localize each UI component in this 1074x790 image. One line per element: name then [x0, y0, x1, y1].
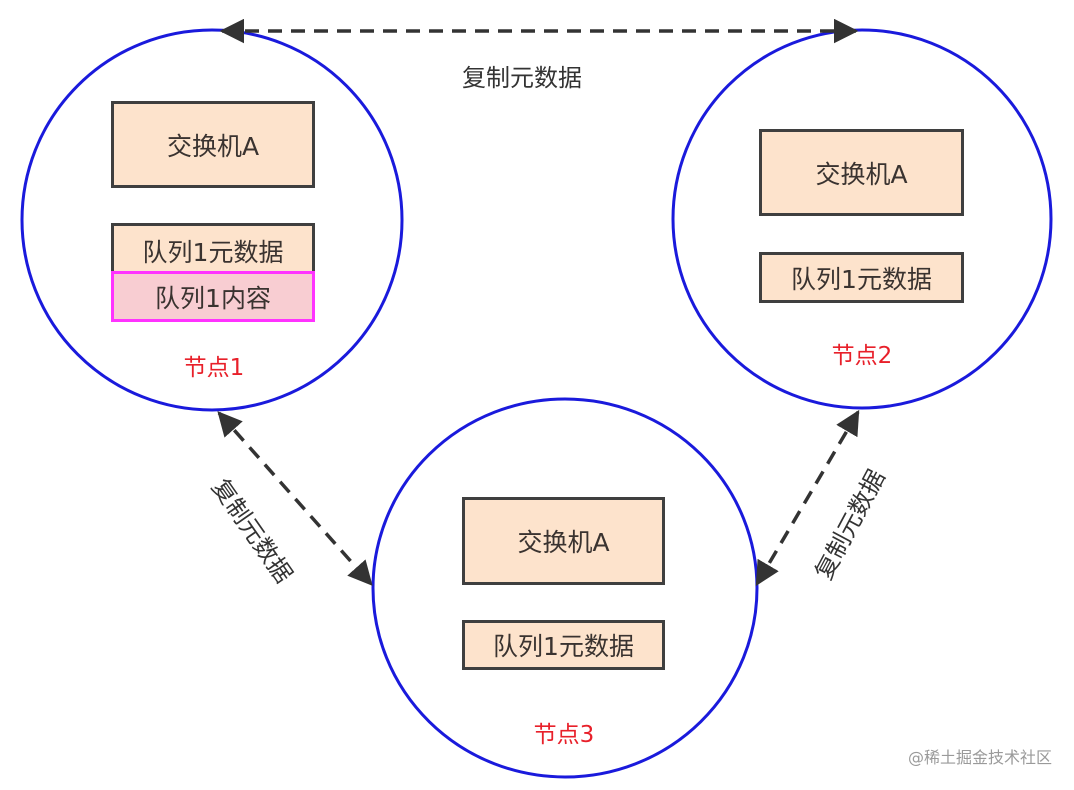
edge-1-3-arrow	[217, 411, 373, 586]
node-1-queue-metadata-label: 队列1元数据	[142, 237, 284, 267]
node-2-exchange-box: 交换机A	[759, 129, 964, 216]
node-1-exchange-label: 交换机A	[166, 131, 260, 161]
edge-2-3-arrow	[755, 409, 860, 587]
node-3-exchange-label: 交换机A	[517, 528, 610, 557]
node-1-circle	[20, 28, 404, 412]
edge-1-2-label: 复制元数据	[462, 64, 582, 92]
node-1-label: 节点1	[183, 355, 245, 381]
node-3-queue-metadata-label: 队列1元数据	[493, 632, 634, 661]
node-2-queue-metadata-box: 队列1元数据	[759, 252, 964, 303]
watermark: @稀土掘金技术社区	[907, 748, 1052, 767]
node-3-label: 节点3	[533, 722, 595, 748]
node-3-exchange-box: 交换机A	[462, 497, 665, 585]
node-3-queue-metadata-box: 队列1元数据	[462, 620, 665, 670]
node-2-label: 节点2	[831, 343, 893, 369]
node-2-queue-metadata-label: 队列1元数据	[791, 264, 932, 294]
node-1-exchange-box: 交换机A	[111, 101, 315, 188]
node-3-circle	[371, 397, 759, 779]
node-2-exchange-label: 交换机A	[815, 159, 908, 189]
node-2-circle	[671, 28, 1053, 410]
node-1-queue-content-label: 队列1内容	[155, 283, 271, 313]
node-1-queue-content-box: 队列1内容	[111, 271, 315, 322]
node-1-queue-metadata-box: 队列1元数据	[111, 223, 315, 275]
